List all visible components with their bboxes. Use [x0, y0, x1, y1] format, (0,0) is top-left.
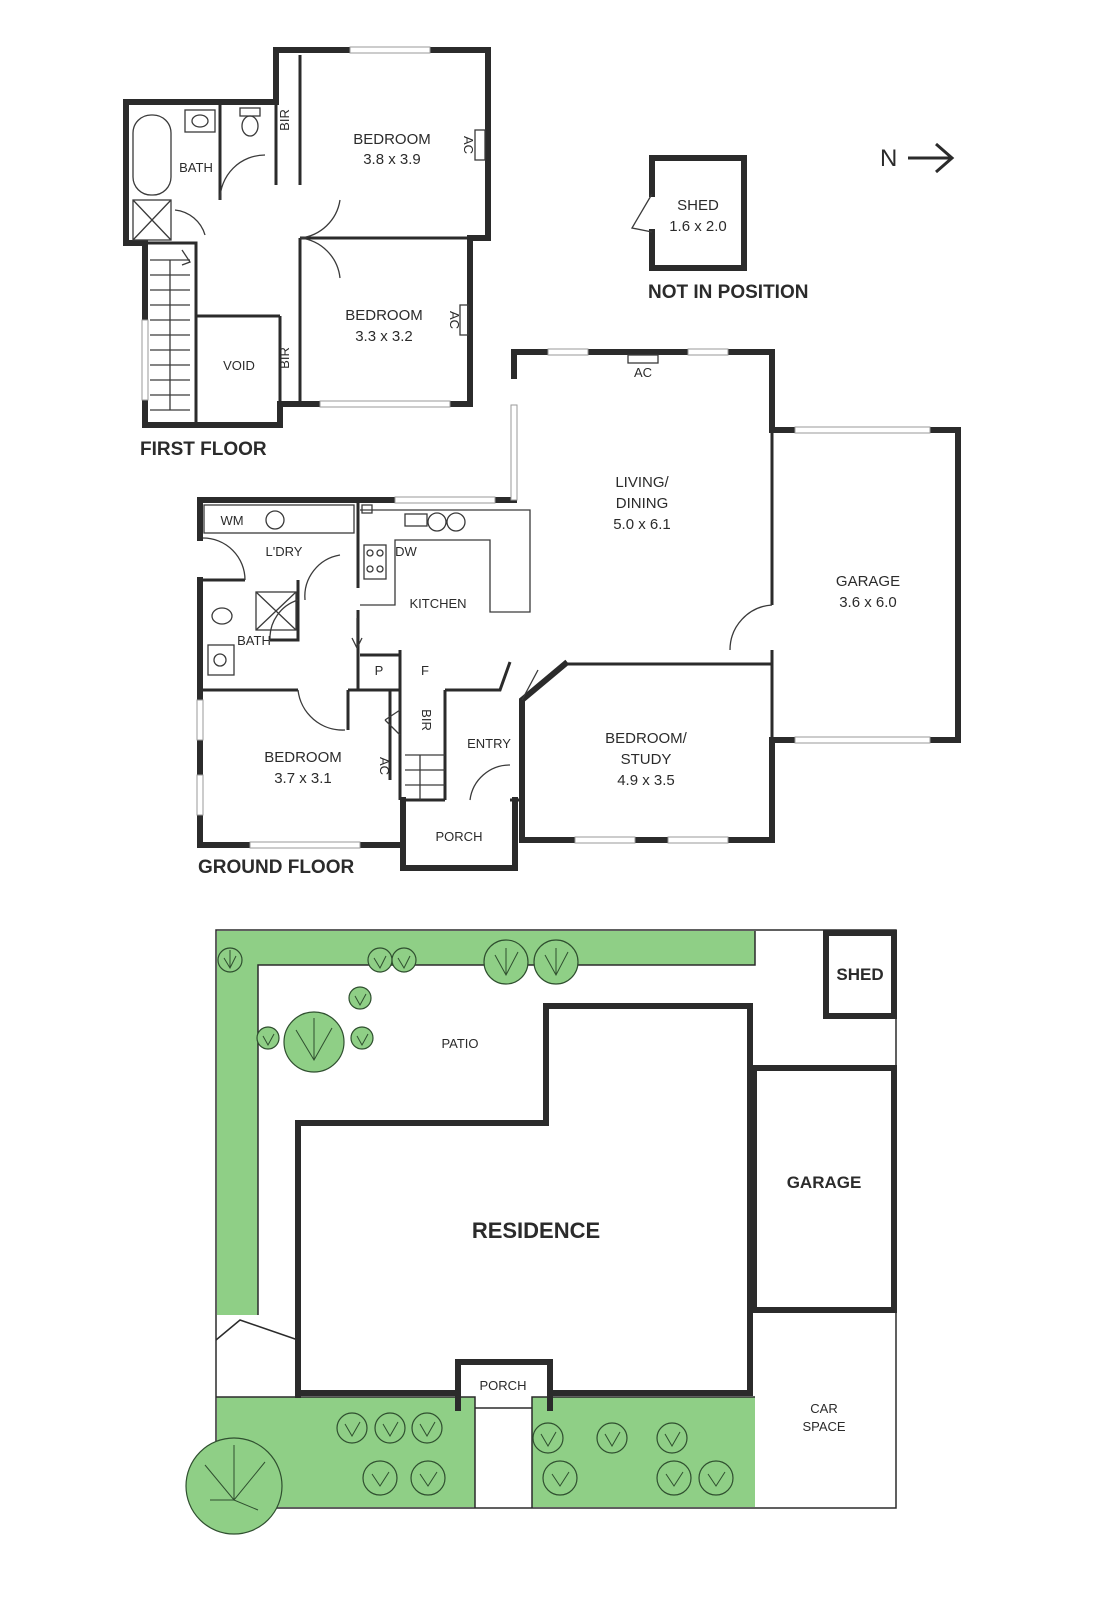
- tree-icon: [348, 986, 372, 1010]
- tree-icon: [483, 939, 529, 985]
- first-floor-bir-1: BIR: [277, 109, 292, 131]
- tree-icon: [542, 1460, 578, 1496]
- bedroom-1-size: 3.8 x 3.9: [363, 151, 421, 168]
- bedroom-2-ac: AC: [447, 311, 462, 329]
- fridge-label: F: [421, 663, 429, 678]
- shed-plan: SHED 1.6 x 2.0 NOT IN POSITION: [630, 155, 808, 303]
- study-line1: BEDROOM/: [605, 730, 688, 747]
- tree-icon: [533, 939, 579, 985]
- site-patio-label: PATIO: [441, 1036, 478, 1051]
- ground-floor-title: GROUND FLOOR: [198, 857, 354, 878]
- tree-icon: [410, 1460, 446, 1496]
- north-indicator: N: [880, 142, 955, 174]
- void-label: VOID: [223, 358, 255, 373]
- car-space-line2: SPACE: [802, 1419, 845, 1434]
- site-residence-label: RESIDENCE: [472, 1218, 600, 1243]
- entry-label: ENTRY: [467, 736, 511, 751]
- tree-icon: [256, 1026, 280, 1050]
- ground-floor-plan: WM L'DRY DW KITCHEN BATH P F BIR AC ENTR…: [196, 348, 961, 878]
- north-label: N: [880, 145, 897, 172]
- living-line2: DINING: [616, 495, 669, 512]
- tree-icon: [336, 1412, 368, 1444]
- tree-icon: [217, 947, 243, 973]
- porch-label: PORCH: [436, 829, 483, 844]
- tree-icon: [374, 1412, 406, 1444]
- first-floor-plan: BATH BIR BIR VOID BEDROOM 3.8 x 3.9 AC B…: [123, 46, 491, 460]
- study-line2: STUDY: [621, 751, 672, 768]
- first-floor-bath-label: BATH: [179, 160, 213, 175]
- ground-bath-label: BATH: [237, 633, 271, 648]
- tree-icon: [362, 1460, 398, 1496]
- tree-icon: [656, 1422, 688, 1454]
- shed-name: SHED: [677, 197, 719, 214]
- tree-icon: [656, 1460, 692, 1496]
- bedroom-1-ac: AC: [461, 136, 476, 154]
- tree-icons: [185, 939, 734, 1535]
- living-line1: LIVING/: [615, 474, 669, 491]
- study-size: 4.9 x 3.5: [617, 772, 675, 789]
- site-shed-label: SHED: [836, 965, 883, 984]
- site-porch-label: PORCH: [480, 1378, 527, 1393]
- tree-icon: [698, 1460, 734, 1496]
- laundry-label: L'DRY: [266, 544, 303, 559]
- car-space-line1: CAR: [810, 1401, 837, 1416]
- tree-icon: [367, 947, 393, 973]
- tree-icon: [391, 947, 417, 973]
- kitchen-label: KITCHEN: [409, 596, 466, 611]
- garage-name: GARAGE: [836, 573, 900, 590]
- stairs-first-floor: [150, 249, 191, 411]
- tree-icon: [532, 1422, 564, 1454]
- wm-label: WM: [220, 513, 243, 528]
- shed-size: 1.6 x 2.0: [669, 218, 727, 235]
- tree-icon: [283, 1011, 345, 1073]
- shed-note: NOT IN POSITION: [648, 282, 808, 303]
- living-ac: AC: [634, 365, 652, 380]
- pantry-label: P: [375, 663, 384, 678]
- north-arrow-icon: [908, 142, 955, 174]
- dw-label: DW: [395, 544, 417, 559]
- ground-bedroom-name: BEDROOM: [264, 749, 342, 766]
- garage-size: 3.6 x 6.0: [839, 594, 897, 611]
- bedroom-2-size: 3.3 x 3.2: [355, 328, 413, 345]
- bedroom-2-name: BEDROOM: [345, 307, 423, 324]
- site-garage-label: GARAGE: [787, 1173, 862, 1192]
- tree-icon: [596, 1422, 628, 1454]
- bedroom-1-name: BEDROOM: [353, 131, 431, 148]
- tree-icon: [185, 1437, 283, 1535]
- living-size: 5.0 x 6.1: [613, 516, 671, 533]
- ground-bedroom-size: 3.7 x 3.1: [274, 770, 332, 787]
- ground-bir-label: BIR: [419, 709, 434, 731]
- first-floor-title: FIRST FLOOR: [140, 439, 267, 460]
- first-floor-bir-2: BIR: [277, 347, 292, 369]
- ground-bedroom-ac: AC: [377, 757, 392, 775]
- site-plan: SHED PATIO GARAGE RESIDENCE PORCH CAR SP…: [185, 929, 897, 1535]
- tree-icon: [411, 1412, 443, 1444]
- tree-icon: [350, 1026, 374, 1050]
